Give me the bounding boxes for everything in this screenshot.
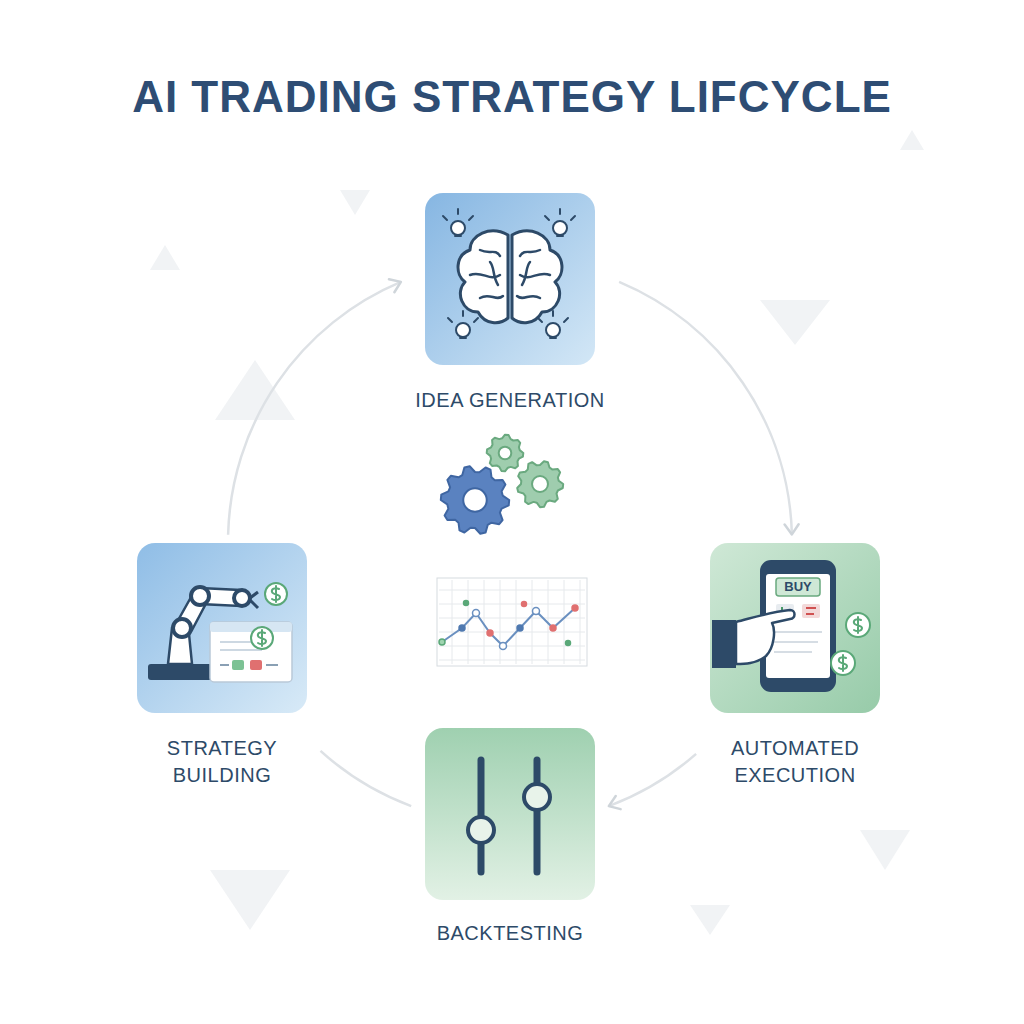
gear: [517, 461, 563, 507]
cycle-step: STRATEGY BUILDING: [132, 543, 312, 789]
grid-line: [484, 580, 485, 664]
cycle-arrow: [228, 282, 401, 535]
grid-line: [452, 580, 453, 664]
gear-hole: [532, 476, 548, 492]
grid-line: [564, 580, 565, 664]
button-label: BUY: [776, 578, 820, 596]
gears-icon: [441, 435, 563, 534]
grid-line: [516, 580, 517, 664]
step-label: IDEA GENERATION: [410, 387, 610, 414]
grid-line: [439, 604, 585, 605]
grid-line: [439, 646, 585, 647]
background-shape: [150, 130, 924, 935]
cycle-step: IDEA GENERATION: [410, 193, 610, 414]
gear-hole: [499, 447, 512, 460]
backtesting-tile: [425, 728, 595, 900]
gear-hole: [463, 488, 487, 512]
gear: [441, 466, 509, 533]
idea-tile: [425, 193, 595, 365]
step-label: BACKTESTING: [420, 920, 600, 947]
cycle-step: BACKTESTING: [420, 728, 600, 947]
grid-line: [580, 580, 581, 664]
grid-line: [500, 580, 501, 664]
gear: [487, 435, 524, 472]
cycle-arrow: [619, 282, 792, 535]
step-label: STRATEGY BUILDING: [132, 735, 312, 789]
cycle-arrow: [609, 754, 696, 806]
grid-line: [439, 660, 585, 661]
strategy-tile: [137, 543, 307, 713]
chart-icon: [437, 578, 587, 666]
cycle-arrow: [321, 751, 412, 806]
grid-line: [532, 580, 533, 664]
grid-line: [439, 632, 585, 633]
execution-tile: [710, 543, 880, 713]
grid-line: [439, 590, 585, 591]
diagram-title: AI TRADING STRATEGY LIFCYCLE: [0, 72, 1024, 122]
step-label: AUTOMATED EXECUTION: [705, 735, 885, 789]
